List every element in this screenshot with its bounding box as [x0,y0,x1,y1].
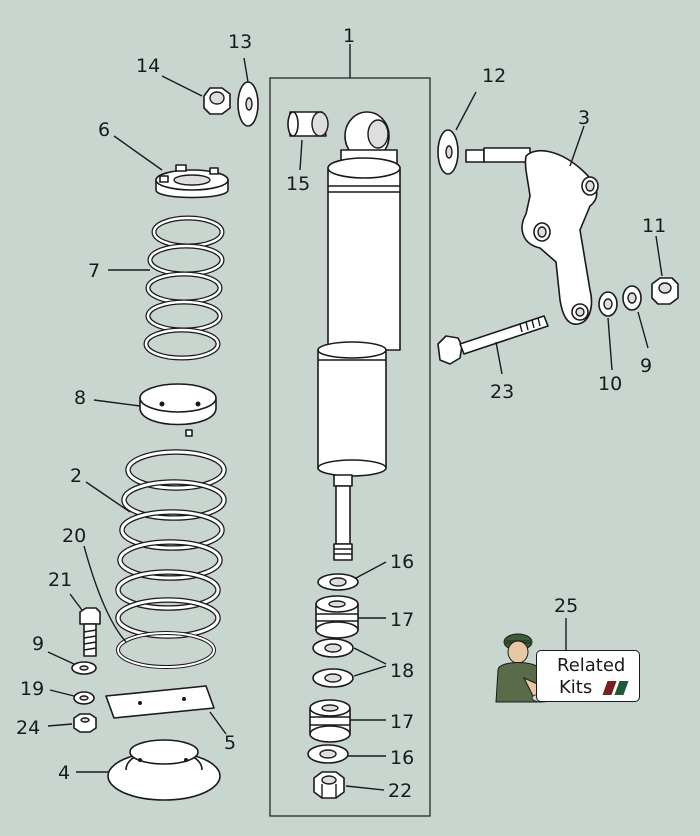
callout-22: 22 [388,780,412,802]
leader-21 [69,593,83,611]
brand-stripes-icon [601,681,631,695]
leader-16a [355,561,387,579]
leader-9b [637,311,649,349]
leader-18a [353,647,387,665]
rubber-bush-17-lower [309,699,351,743]
green-stripe [614,681,629,695]
leader-6 [113,135,163,171]
nut-14 [203,87,231,115]
washer-9-left [71,661,97,675]
callout-23: 23 [490,381,514,403]
callout-16b: 16 [390,747,414,769]
leader-15 [299,139,303,171]
callout-17b: 17 [390,711,414,733]
related-kits-box[interactable]: Related Kits [536,650,640,702]
callout-13: 13 [228,31,252,53]
nut-11 [651,277,679,305]
spring-pan-4 [107,739,221,801]
leader-24 [47,723,73,727]
callout-1: 1 [343,25,355,47]
nut-22 [313,771,345,799]
callout-4: 4 [58,762,70,784]
cup-washers-18 [312,638,354,688]
callout-21: 21 [48,569,72,591]
callout-9b: 9 [640,355,652,377]
top-bush [287,111,329,137]
rubber-bush-17-upper [315,595,359,639]
bracket-3 [465,147,599,325]
spring-washer-10 [598,291,618,317]
callout-8: 8 [74,387,86,409]
washer-9-right [622,285,642,311]
callout-15: 15 [286,173,310,195]
leader-13 [243,57,249,83]
washer-13 [237,81,259,127]
related-kits-label-line2: Kits [559,677,593,698]
spring-washer-19 [73,691,95,705]
callout-12: 12 [482,65,506,87]
leader-20 [83,545,127,643]
long-bolt-23 [437,315,549,365]
callout-5: 5 [224,732,236,754]
rubber-ring-20 [116,631,216,669]
leader-18b [353,665,387,677]
shock-absorber [317,111,401,561]
leader-5 [209,711,227,735]
callout-10: 10 [598,373,622,395]
leader-8 [93,399,141,407]
callout-11: 11 [642,215,666,237]
spring-seat-6 [155,164,229,199]
callout-24: 24 [16,717,40,739]
leader-10 [607,317,613,371]
callout-7: 7 [88,260,100,282]
callout-3: 3 [578,107,590,129]
callout-6: 6 [98,119,110,141]
bolt-21 [79,607,101,657]
leader-2 [85,481,131,513]
leader-3 [569,125,585,167]
callout-9a: 9 [32,633,44,655]
coil-spring-7 [143,215,225,361]
leader-19 [49,689,75,697]
callout-18: 18 [390,660,414,682]
nut-24 [73,713,97,733]
washer-16-lower [307,744,349,764]
washer-12 [437,129,459,175]
leader-9a [47,651,75,665]
spacer-plate-8 [139,383,217,437]
callout-25: 25 [554,595,578,617]
related-kits-label-line1: Related [557,655,626,676]
callout-20: 20 [62,525,86,547]
callout-2: 2 [70,465,82,487]
callout-19: 19 [20,678,44,700]
callout-17a: 17 [390,609,414,631]
leader-12 [455,91,477,131]
related-kits-button[interactable]: Related Kits [484,633,640,703]
callout-14: 14 [136,55,160,77]
callout-16a: 16 [390,551,414,573]
leader-23 [495,341,503,375]
washer-16-upper [317,573,359,591]
leader-14 [161,75,203,97]
packing-plate-5 [105,685,215,719]
leader-22 [345,785,385,791]
coil-spring-2 [115,449,227,639]
leader-11 [655,235,663,277]
